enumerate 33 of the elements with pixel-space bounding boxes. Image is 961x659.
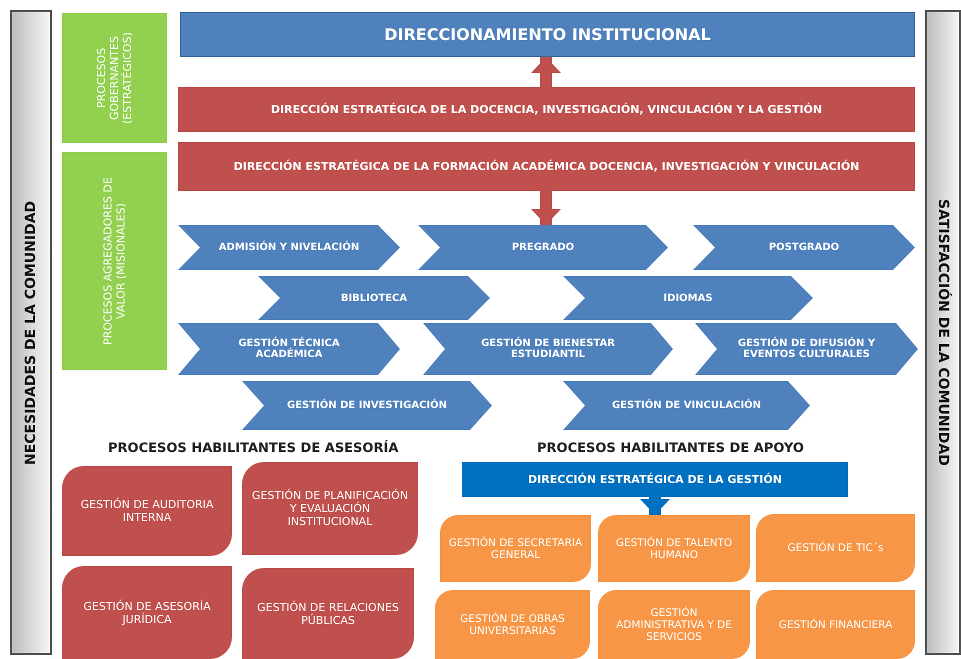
- arrow: [531, 57, 561, 87]
- process-box: GESTIÓN DE SECRETARIA GENERAL: [440, 515, 591, 582]
- process-box: GESTIÓN DE PLANIFICACIÓN Y EVALUACIÓN INSTITUCIONAL: [242, 462, 418, 555]
- process-step: BIBLIOTECA: [258, 276, 490, 320]
- process-box: GESTIÓN FINANCIERA: [756, 590, 915, 659]
- process-bar: DIRECCIÓN ESTRATÉGICA DE LA GESTIÓN: [462, 462, 848, 497]
- process-step: IDIOMAS: [563, 276, 813, 320]
- arrow: [531, 191, 561, 225]
- process-box: GESTIÓN DE TIC´s: [756, 514, 915, 582]
- process-step: GESTIÓN DE VINCULACIÓN: [563, 381, 810, 430]
- process-bar: DIRECCIÓN ESTRATÉGICA DE LA FORMACIÓN ACADÉMICA DOCENCIA, INVESTIGACIÓN Y VINCULACIÓN: [178, 142, 915, 191]
- process-step: POSTGRADO: [693, 225, 915, 270]
- section-heading: PROCESOS HABILITANTES DE ASESORÍA: [108, 441, 398, 456]
- process-bar: DIRECCIÓN ESTRATÉGICA DE LA DOCENCIA, INVESTIGACIÓN, VINCULACIÓN Y LA GESTIÓN: [178, 87, 915, 132]
- category-panel: PROCESOS GOBERNANTES (ESTRATÉGICOS): [62, 13, 167, 143]
- process-step: GESTIÓN TÉCNICA ACADÉMICA: [178, 323, 400, 375]
- process-box: GESTIÓN DE RELACIONES PÚBLICAS: [242, 568, 414, 659]
- process-step: GESTIÓN DE INVESTIGACIÓN: [242, 381, 492, 430]
- process-box: GESTIÓN DE OBRAS UNIVERSITARIAS: [435, 590, 590, 659]
- process-step: ADMISIÓN Y NIVELACIÓN: [178, 225, 400, 270]
- arrow: [640, 497, 670, 515]
- process-bar: DIRECCIONAMIENTO INSTITUCIONAL: [180, 12, 915, 57]
- process-step: GESTIÓN DE BIENESTAR ESTUDIANTIL: [423, 323, 673, 375]
- process-box: GESTIÓN DE TALENTO HUMANO: [598, 515, 750, 582]
- category-panel: PROCESOS AGREGADORES DE VALOR (MISIONALES): [62, 152, 167, 370]
- process-step: PREGRADO: [418, 225, 668, 270]
- side-band: NECESIDADES DE LA COMUNIDAD: [10, 10, 52, 655]
- process-box: GESTIÓN ADMINISTRATIVA Y DE SERVICIOS: [598, 590, 750, 659]
- side-band: SATISFACCIÓN DE LA COMUNIDAD: [925, 10, 961, 655]
- process-box: GESTIÓN DE AUDITORIA INTERNA: [62, 466, 232, 556]
- process-step: GESTIÓN DE DIFUSIÓN Y EVENTOS CULTURALES: [695, 323, 918, 375]
- section-heading: PROCESOS HABILITANTES DE APOYO: [537, 441, 804, 456]
- process-box: GESTIÓN DE ASESORÍA JURÍDICA: [62, 566, 232, 659]
